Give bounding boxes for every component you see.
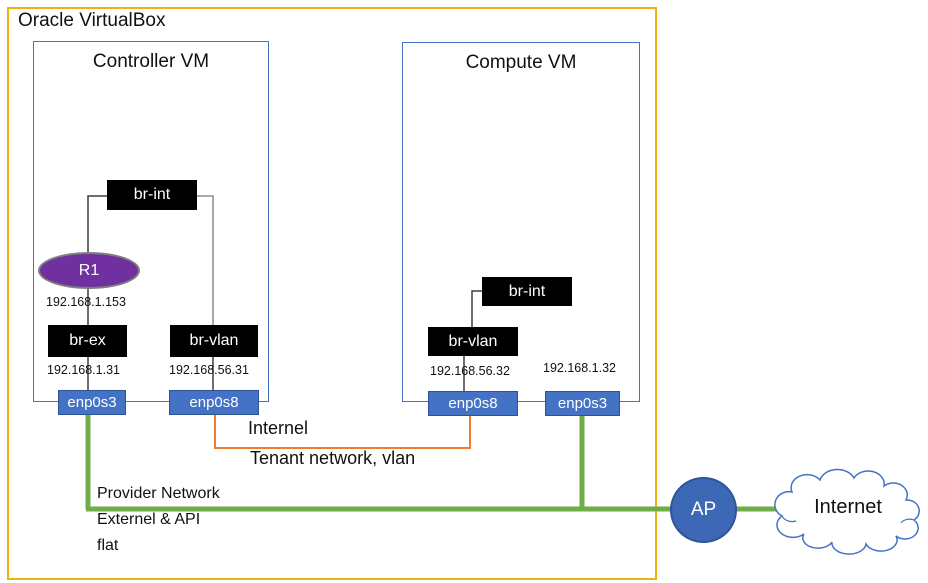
controller-nic-enp0s3: enp0s3 [58,390,126,415]
compute-br-int-bridge: br-int [482,277,572,306]
controller-br-int-bridge: br-int [107,180,197,210]
controller-br-vlan-bridge: br-vlan [170,325,258,357]
compute-external-ip: 192.168.1.32 [543,361,616,375]
compute-vm-title: Compute VM [465,52,577,73]
provider-network-mode-label: flat [97,537,119,554]
controller-br-ex-bridge: br-ex [48,325,127,357]
controller-vm-title: Controller VM [92,51,210,72]
compute-br-vlan-bridge: br-vlan [428,327,518,356]
tenant-network-name-label: Internel [248,418,309,438]
controller-router-r1: R1 [38,252,140,289]
compute-br-vlan-ip: 192.168.56.32 [430,364,510,378]
compute-nic-enp0s8: enp0s8 [428,391,518,416]
compute-vm-box: Compute VM [402,42,640,402]
controller-br-vlan-ip: 192.168.56.31 [169,363,249,377]
controller-router-ip: 192.168.1.153 [46,295,126,309]
compute-nic-enp0s3: enp0s3 [545,391,620,416]
controller-br-ex-ip: 192.168.1.31 [47,363,120,377]
controller-vm-box: Controller VM [33,41,269,402]
virtualbox-host-box [7,7,657,580]
provider-network-name-label: Provider Network [97,485,220,502]
tenant-network-detail-label: Tenant network, vlan [250,448,416,468]
access-point-node: AP [670,477,737,543]
internet-cloud-inner-arc-right [900,518,915,524]
controller-nic-enp0s8: enp0s8 [169,390,259,415]
provider-network-detail-label: Externel & API [97,511,201,528]
host-title: Oracle VirtualBox [18,10,166,31]
internet-label: Internet [814,496,882,518]
